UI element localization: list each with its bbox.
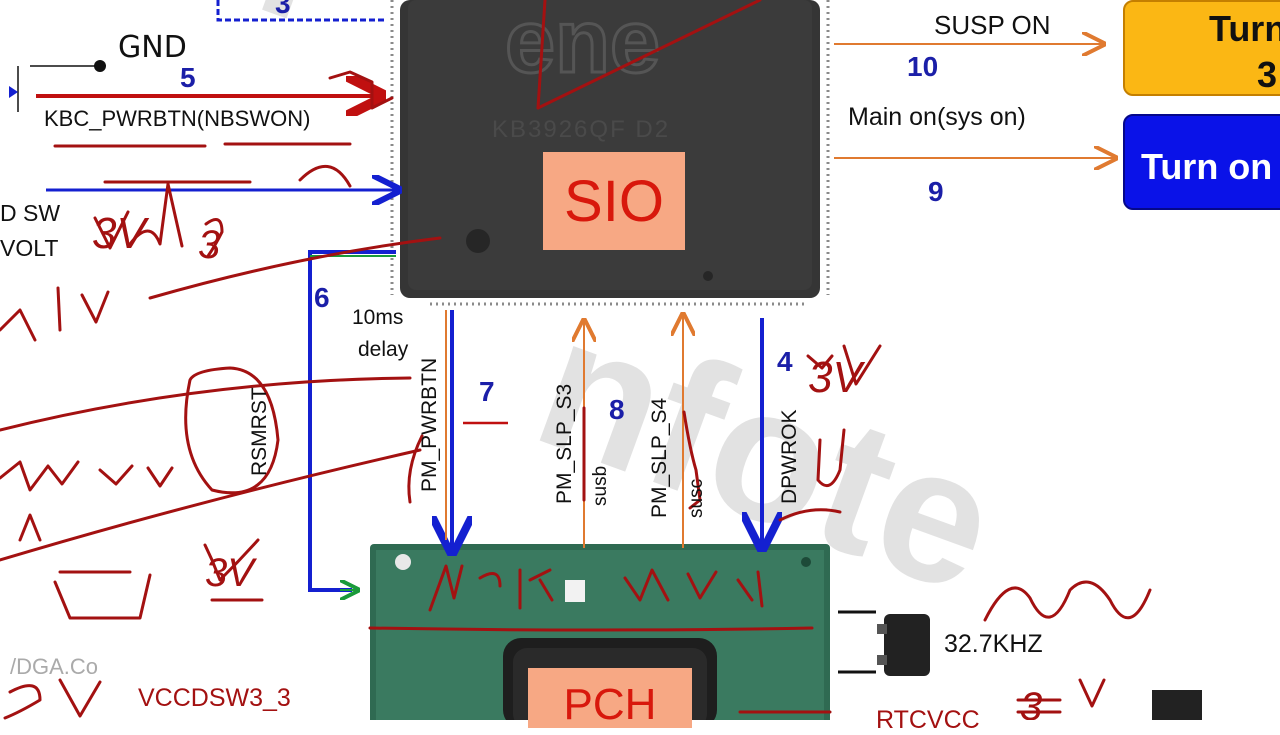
delay-line2: delay: [358, 338, 409, 361]
dpwrok-label: DPWROK: [778, 409, 801, 505]
handwritten-annotations: 3V 3 3V 3V 3: [0, 0, 1152, 720]
svg-text:3: 3: [198, 223, 220, 267]
svg-text:3: 3: [1020, 685, 1042, 720]
susc-label: susc: [686, 478, 707, 518]
main-on-label: Main on(sys on): [848, 103, 1026, 131]
susp-box-line2: 3: [1257, 54, 1278, 95]
susp-on-label: SUSP ON: [934, 10, 1051, 40]
volt-label: VOLT: [0, 235, 59, 261]
step-3-number: 3: [275, 0, 291, 19]
step-10-number: 10: [907, 51, 939, 82]
susp-box-line1: Turn: [1209, 8, 1280, 49]
ene-logo: ene: [505, 0, 660, 92]
svg-text:3V: 3V: [205, 551, 257, 595]
step-4-number: 4: [777, 346, 793, 377]
pm-pwrbtn-label: PM_PWRBTN: [418, 357, 441, 492]
svg-text:3V: 3V: [92, 209, 149, 258]
step-7-number: 7: [479, 376, 495, 407]
d-sw-label: D SW: [0, 200, 61, 226]
vccdsw-label: VCCDSW3_3: [138, 684, 291, 712]
pm-slp-s4-label: PM_SLP_S4: [648, 397, 671, 518]
pm-slp-s3-label: PM_SLP_S3: [553, 383, 576, 504]
step-9-number: 9: [928, 176, 944, 207]
delay-line1: 10ms: [352, 306, 404, 329]
gnd-label: GND: [118, 30, 187, 65]
rtcvcc-label: RTCVCC: [876, 706, 980, 734]
step-6-number: 6: [314, 282, 330, 313]
susp-box: Turn 3: [1123, 0, 1280, 96]
sio-label: SIO: [543, 152, 685, 250]
crystal-label: 32.7KHZ: [944, 630, 1043, 658]
main-on-box: Turn on: [1123, 114, 1280, 210]
step-8-number: 8: [609, 394, 625, 425]
sio-marking: KB3926QF D2: [492, 116, 671, 143]
watermark-text: /DGA.Co: [10, 654, 99, 679]
rsmrst-label: RSMRST: [248, 387, 271, 476]
main-on-box-label: Turn on: [1141, 146, 1273, 187]
svg-text:3V: 3V: [808, 353, 865, 402]
components: [838, 610, 1202, 720]
crystal-component: [884, 614, 930, 676]
sio-chip: ene: [390, 0, 830, 306]
kbc-pwrbtn-label: KBC_PWRBTN(NBSWON): [44, 106, 311, 131]
step-5-number: 5: [180, 62, 196, 93]
susb-label: susb: [590, 465, 611, 506]
